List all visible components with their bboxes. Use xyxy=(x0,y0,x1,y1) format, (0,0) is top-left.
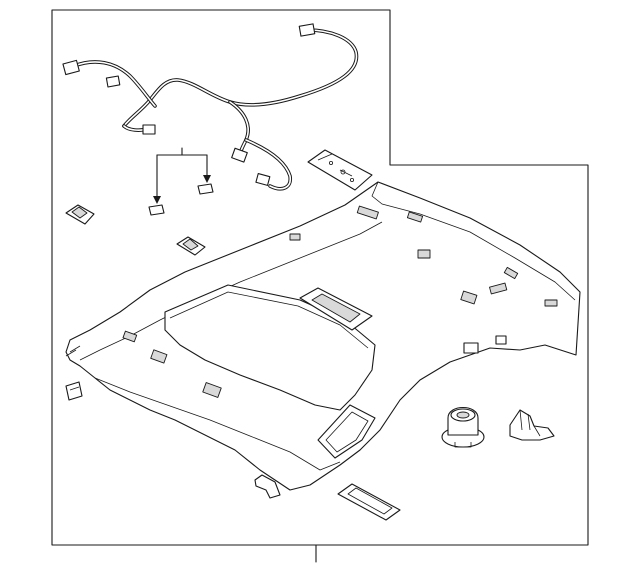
retainer-clip xyxy=(65,204,95,225)
panel-slot xyxy=(122,330,138,343)
harness-connector xyxy=(142,124,156,135)
grouping-bracket xyxy=(148,147,214,216)
harness-connector xyxy=(298,23,316,37)
panel-slot xyxy=(356,205,379,220)
clip-part xyxy=(148,204,165,216)
panel-slot xyxy=(503,266,519,280)
push-pin-fastener xyxy=(441,406,485,448)
harness-connector xyxy=(255,173,271,186)
arrow-head xyxy=(203,175,211,183)
harness-connector xyxy=(105,75,121,88)
headliner-panel xyxy=(65,181,581,491)
wiring-harness xyxy=(62,23,359,191)
retainer-clip xyxy=(176,236,206,256)
panel-slot xyxy=(489,282,508,295)
hook-clip xyxy=(509,409,555,441)
panel-slot xyxy=(544,299,558,307)
dome-lamp-opening xyxy=(317,404,376,459)
panel-slot xyxy=(417,249,431,259)
arrow-head xyxy=(153,196,161,204)
panel-slot xyxy=(202,382,222,398)
panel-slot xyxy=(406,211,424,223)
panel-slot xyxy=(463,342,479,354)
clip-part xyxy=(197,183,214,195)
panel-slot xyxy=(460,290,478,305)
bottom-clip xyxy=(254,474,281,499)
retainer-clip xyxy=(65,381,83,401)
panel-slot xyxy=(289,233,301,241)
mounting-plate xyxy=(307,149,373,191)
lamp-bezel xyxy=(337,483,401,521)
panel-slot xyxy=(150,349,168,364)
diagram-frame xyxy=(51,9,589,563)
harness-connector xyxy=(231,147,248,163)
harness-connector xyxy=(62,59,80,76)
panel-slot xyxy=(495,335,507,345)
